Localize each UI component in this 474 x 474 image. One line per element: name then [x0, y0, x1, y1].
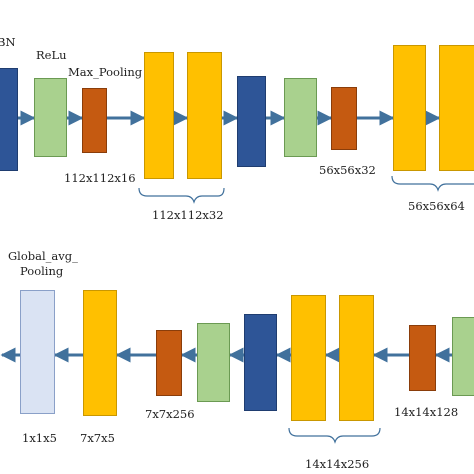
- label-global-avg-1: Global_avg_: [8, 249, 78, 263]
- relu-block-3: [197, 323, 230, 402]
- label-pool3-size: 7x7x256: [145, 407, 195, 421]
- relu-block-2: [284, 78, 317, 157]
- pool-block-2: [331, 87, 357, 150]
- bn-block-3: [244, 314, 277, 411]
- conv-block-final: [83, 290, 117, 416]
- global-avg-pool-block: [20, 290, 55, 414]
- label-global-avg-2: Pooling: [20, 264, 64, 278]
- label-relu: ReLu: [36, 48, 67, 62]
- brace-conv3: [288, 427, 381, 444]
- relu-block-1: [34, 78, 67, 157]
- label-gap-size: 1x1x5: [22, 431, 57, 445]
- conv-block-3b: [339, 295, 374, 421]
- label-conv3-size: 14x14x256: [305, 457, 370, 471]
- conv-block-1b: [187, 52, 222, 179]
- conv-block-1a: [144, 52, 174, 179]
- label-max-pooling: Max_Pooling: [68, 65, 143, 79]
- bn-block-2: [237, 76, 266, 167]
- pool-block-4: [409, 325, 436, 391]
- relu-block-4: [452, 317, 474, 396]
- conv-block-2b: [439, 45, 474, 171]
- label-pool4-size: 14x14x128: [394, 405, 459, 419]
- label-pool2-size: 56x56x32: [319, 163, 376, 177]
- brace-conv2: [391, 175, 474, 192]
- pool-block-1: [82, 88, 107, 153]
- label-pool1-size: 112x112x16: [64, 171, 136, 185]
- brace-conv1: [138, 187, 225, 204]
- label-conv2-size: 56x56x64: [408, 199, 465, 213]
- label-bn: BN: [0, 35, 16, 49]
- label-conv1-size: 112x112x32: [152, 208, 224, 222]
- pool-block-3: [156, 330, 182, 396]
- conv-block-3a: [291, 295, 326, 421]
- label-final-conv-size: 7x7x5: [80, 431, 115, 445]
- bn-block-1: [0, 68, 18, 171]
- conv-block-2a: [393, 45, 426, 171]
